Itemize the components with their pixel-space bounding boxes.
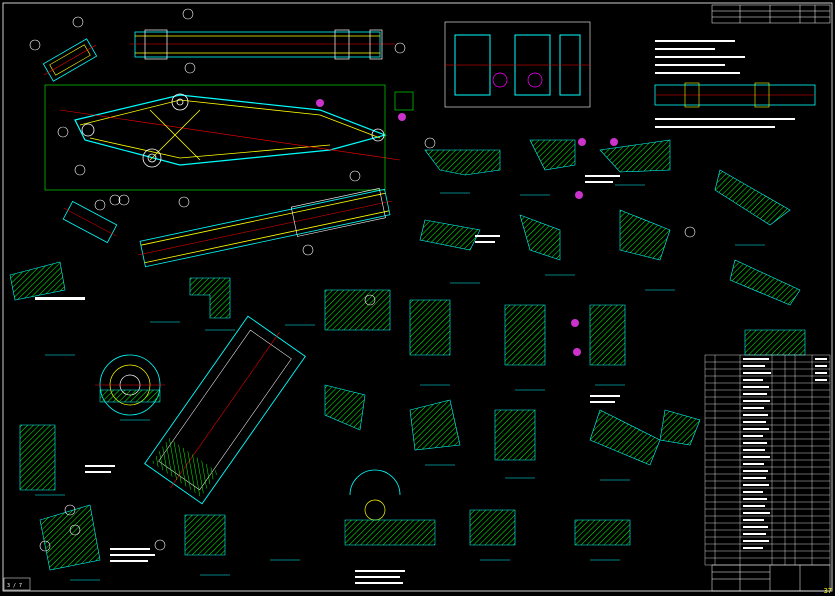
sheet-label-box: 3 / 7	[3, 577, 31, 591]
dimension-lines	[35, 184, 765, 581]
annotation-text-marks	[35, 175, 620, 584]
balloon-1	[316, 99, 324, 107]
boom-bottom-plan	[137, 188, 393, 268]
boom-end-detail	[42, 38, 98, 82]
corner-sheet-number: 37	[823, 587, 832, 595]
balloon-2	[398, 113, 406, 121]
hub-detail	[95, 354, 165, 416]
balloon-7	[573, 348, 581, 356]
part-callouts	[29, 8, 696, 552]
balloon-5	[575, 191, 583, 199]
title-block	[711, 564, 831, 592]
balloon-3	[578, 138, 586, 146]
parts-list-text	[743, 358, 827, 549]
boom-top-plan	[130, 29, 395, 60]
balloon-6	[571, 319, 579, 327]
balloon-4	[610, 138, 618, 146]
balloon-markers	[316, 99, 618, 356]
parts-list-table	[704, 354, 831, 566]
technical-notes	[655, 40, 795, 128]
boom-left-skew-detail	[62, 200, 118, 244]
boom-elevation-view	[44, 84, 414, 191]
side-elevation-small	[654, 82, 816, 108]
boom-cross-section	[444, 21, 591, 108]
revision-table	[711, 4, 831, 24]
sheet-label: 3 / 7	[7, 583, 22, 589]
bracket-plate-detail	[144, 315, 306, 505]
weld-detail-group	[9, 139, 806, 571]
lug-detail	[344, 469, 436, 546]
